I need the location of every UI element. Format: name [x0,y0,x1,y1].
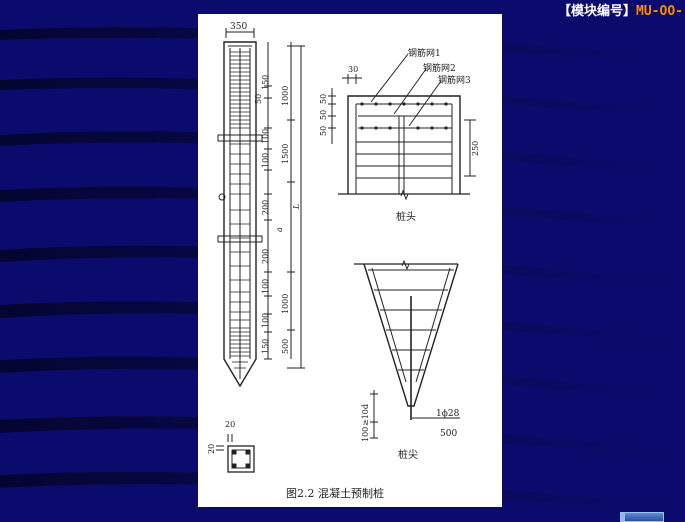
dim-left-4: 100 [261,153,270,168]
dim-left-8: 100 [261,313,270,328]
pile-width-label: 350 [230,22,247,32]
head-dim-50c: 50 [319,126,328,136]
spacing-a-label: a [275,227,284,232]
dim-left-2: 150 [261,75,270,90]
module-code-prefix: 【模块编号】 [558,4,637,19]
mesh3-label: 钢筋网3 [438,74,471,86]
dim-left-1: 50 [254,94,263,104]
slide-nav-button[interactable] [620,512,664,522]
dim-right-1: 1000 [281,86,290,106]
module-code-label: 【模块编号】MU-OO- [558,0,683,19]
nav-indicator-icon [621,513,625,521]
figure-caption: 图2.2 混凝土预制桩 [286,486,384,500]
tip-rebar-label: 1ϕ28 [436,409,460,419]
dim-left-5: 200 [261,200,270,215]
pile-head-label: 桩头 [396,210,416,223]
dim-right-4: 500 [281,339,290,354]
head-dim-50b: 50 [319,110,328,120]
head-dim-30: 30 [348,65,358,74]
pile-tip-label: 桩尖 [398,448,418,461]
pile-cross-section: 20 20 [207,420,255,473]
pile-elevation: 350 [217,22,305,388]
pile-tip-detail: 1ϕ28 500 ≥10d 100 桩尖 [354,259,460,461]
section-dim-left: 20 [207,444,216,454]
dim-left-7: 100 [261,279,270,294]
length-label: L [292,204,301,210]
precast-pile-figure: 350 [198,14,502,507]
pile-drawing: 350 [207,22,480,500]
mesh2-label: 钢筋网2 [423,62,456,74]
pile-head-detail: 钢筋网1 钢筋网2 钢筋网3 30 50 50 50 250 [319,47,480,223]
dim-left-3: 100 [261,129,270,144]
dim-right-3: 1000 [281,294,290,314]
dim-left-9: 150 [261,339,270,354]
tip-dim-10d: ≥10d [361,404,370,426]
section-dim-top: 20 [225,420,235,429]
mesh1-label: 钢筋网1 [408,47,441,59]
module-code-value: MU-OO- [636,4,683,19]
dim-right-2: 1500 [281,144,290,164]
head-dim-250: 250 [471,141,480,156]
tip-dim-100: 100 [361,427,370,442]
head-dim-50a: 50 [319,94,328,104]
dim-left-6: 200 [261,249,270,264]
tip-dim-500: 500 [440,429,457,439]
